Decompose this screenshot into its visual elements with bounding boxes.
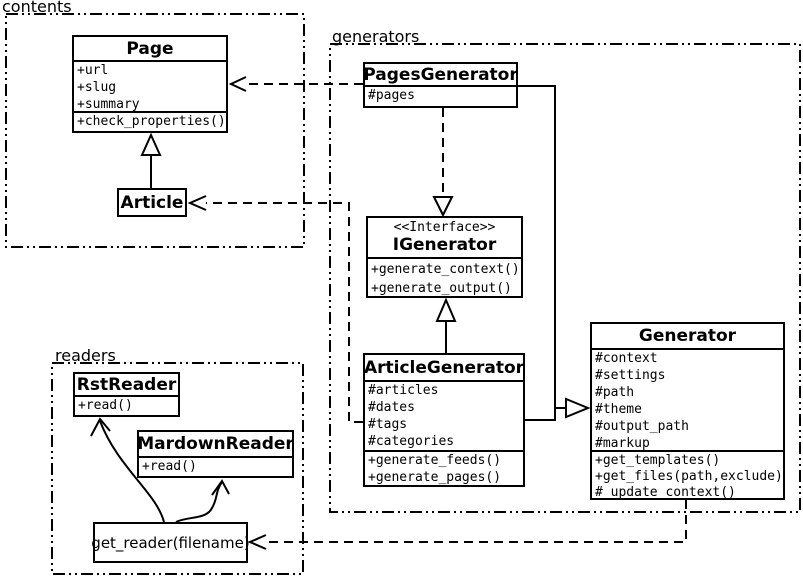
attribute: #articles [368,383,439,398]
edge-pagesgenerator-implements-igenerator [432,108,454,218]
methods-compartment: +get_templates() +get_files(path,exclude… [592,452,783,498]
edge-getreader-returns-rstreader [90,417,165,523]
attribute: #pages [368,88,415,103]
package-generators-border [329,43,801,513]
attribute: #path [595,385,635,400]
attribute: #markup [595,436,650,451]
class-name-page: Page [74,37,226,62]
edge-generator-uses-getreader [247,500,687,550]
package-label-readers: readers [55,346,116,365]
edge-articlegenerator-implements-igenerator [435,297,457,353]
attribute: +slug [77,80,117,95]
method: +generate_output() [371,281,512,296]
class-box-rstreader: RstReader +read() [73,372,180,417]
class-box-article: Article [117,188,187,217]
methods-compartment: +read() [139,458,292,476]
attributes-compartment: #context #settings #path #theme #output_… [592,350,783,452]
attributes-compartment: #pages [365,87,516,106]
methods-compartment: +check_properties() [74,113,226,131]
edge-generators-extend-generator [518,85,591,421]
class-name-generator: Generator [592,324,783,350]
method: +generate_context() [371,262,520,277]
attribute: +summary [77,97,140,112]
attribute: #dates [368,400,415,415]
class-box-articlegenerator: ArticleGenerator #articles #dates #tags … [363,353,525,487]
class-name-mardownreader: MardownReader [137,432,294,458]
attribute: #context [595,351,658,366]
class-name-rstreader: RstReader [75,374,178,397]
edge-getreader-returns-mardownreader [175,479,230,523]
edge-pagesgenerator-uses-page [228,76,363,92]
method: +check_properties() [77,114,226,129]
edge-article-extends-page [140,132,162,188]
attributes-compartment: +url +slug +summary [74,62,226,113]
attribute: #theme [595,402,642,417]
class-box-generator: Generator #context #settings #path #them… [590,322,785,500]
class-box-page: Page +url +slug +summary +check_properti… [72,35,228,133]
method: +read() [142,459,197,474]
methods-compartment: +read() [75,397,178,415]
class-title-igenerator: <<Interface>> IGenerator [368,218,521,259]
attribute: #settings [595,368,666,383]
package-contents-border [5,13,305,248]
class-name-igenerator: IGenerator [392,235,497,255]
attributes-compartment: #articles #dates #tags #categories [365,382,523,452]
class-name-pagesgenerator: PagesGenerator [363,64,518,87]
methods-compartment: +generate_feeds() +generate_pages() [365,452,523,485]
edge-articlegenerator-uses-article [187,195,363,423]
method: +generate_pages() [368,470,502,485]
class-box-igenerator: <<Interface>> IGenerator +generate_conte… [366,216,523,298]
package-label-generators: generators [332,27,420,46]
methods-compartment: +generate_context() +generate_output() [368,259,521,296]
interface-stereotype: <<Interface>> [393,220,496,235]
package-readers-border [51,362,304,575]
method: #_update_context() [595,485,736,498]
function-label: get_reader(filename) [91,533,250,552]
method: +read() [78,398,133,413]
class-name-article: Article [120,192,184,213]
class-box-pagesgenerator: PagesGenerator #pages [363,62,518,108]
method: +get_files(path,exclude) [595,469,783,484]
attribute: #output_path [595,419,689,434]
method: +get_templates() [595,453,721,468]
function-box-get-reader: get_reader(filename) [91,522,250,563]
package-label-contents: contents [2,0,72,16]
class-box-mardownreader: MardownReader +read() [137,430,294,478]
attribute: #tags [368,417,408,432]
class-name-articlegenerator: ArticleGenerator [364,355,524,382]
method: +generate_feeds() [368,453,502,468]
attribute: #categories [368,434,455,449]
attribute: +url [77,63,109,78]
